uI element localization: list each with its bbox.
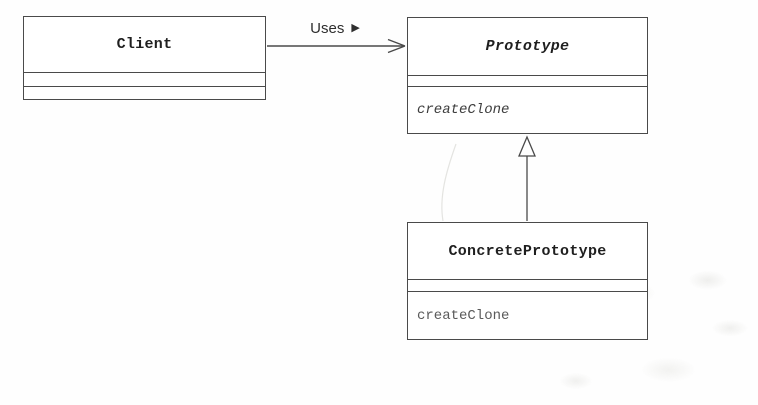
concrete-prototype-method-createclone: createClone <box>417 307 510 324</box>
prototype-method-createclone: createClone <box>417 102 510 118</box>
concrete-prototype-methods-compartment: createClone <box>408 291 647 339</box>
direction-right-icon: ▶ <box>351 22 360 34</box>
class-box-client: Client <box>23 16 266 100</box>
client-title-compartment: Client <box>24 17 265 72</box>
generalization-triangle-icon <box>518 135 536 157</box>
client-attributes-compartment <box>24 72 265 86</box>
uses-label-text: Uses <box>310 20 345 37</box>
concrete-prototype-title-compartment: ConcretePrototype <box>408 223 647 279</box>
prototype-attributes-compartment <box>408 75 647 86</box>
scan-artifact-curve <box>441 143 457 222</box>
concrete-prototype-class-name: ConcretePrototype <box>448 242 607 260</box>
class-box-prototype: Prototype createClone <box>407 17 648 134</box>
class-box-concrete-prototype: ConcretePrototype createClone <box>407 222 648 340</box>
prototype-methods-compartment: createClone <box>408 86 647 133</box>
prototype-title-compartment: Prototype <box>408 18 647 75</box>
prototype-class-name: Prototype <box>485 38 570 55</box>
concrete-prototype-attributes-compartment <box>408 279 647 291</box>
client-class-name: Client <box>116 36 173 53</box>
client-methods-compartment <box>24 86 265 99</box>
open-arrowhead-icon <box>387 38 406 54</box>
association-label: Uses ▶ <box>303 20 367 37</box>
